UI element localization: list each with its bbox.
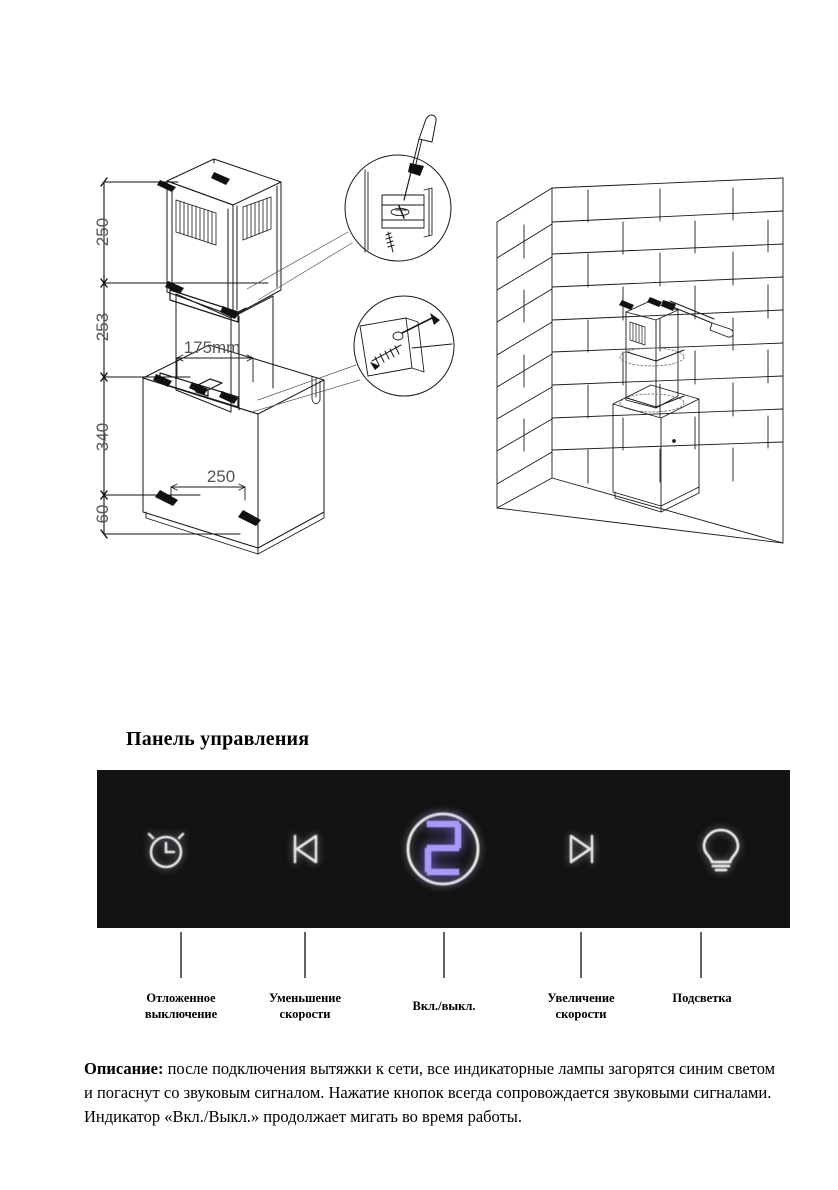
control-panel: 2: [97, 770, 790, 928]
skip-forward-icon: [569, 834, 594, 864]
callout-1-content: [364, 167, 433, 253]
screw-markers: [153, 172, 261, 526]
dimension-lines: [100, 177, 269, 539]
control-panel-section: Панель управления: [0, 700, 838, 1060]
chimney-upper: [166, 158, 282, 317]
technical-drawing: 250 253 340 60 175mm 250: [93, 114, 784, 555]
dim-250-horizontal: [170, 483, 246, 501]
speed-digit-display: [425, 820, 462, 876]
alarm-clock-icon: [147, 832, 185, 869]
hood-side-handle: [311, 376, 321, 405]
screw-wall-anchor-detail-circle: [353, 295, 455, 397]
dim-label-250-top: 250: [93, 218, 112, 246]
dim-label-175mm: 175mm: [184, 338, 241, 357]
light-button[interactable]: [666, 794, 776, 904]
caption-light: Подсветка: [672, 991, 732, 1005]
increase-speed-button[interactable]: [527, 794, 637, 904]
vent-grille-right: [242, 196, 272, 241]
screwdriver-bracket-detail-circle: [344, 154, 452, 262]
technical-drawing-section: 250 253 340 60 175mm 250: [93, 114, 784, 555]
vent-grille-left: [175, 199, 217, 246]
delayed-shutdown-button[interactable]: [111, 794, 221, 904]
wall-mounted-hood: [612, 297, 734, 513]
page-title: Панель управления: [126, 728, 310, 750]
caption-increase-speed: Увеличение скорости: [547, 991, 615, 1021]
description-label: Описание:: [84, 1058, 164, 1078]
callout-2-leader: [251, 364, 361, 413]
power-button[interactable]: 2: [388, 794, 498, 904]
decrease-speed-button[interactable]: [250, 794, 360, 904]
power-display-icon: [406, 812, 480, 886]
brick-wall-view: [496, 177, 784, 544]
caption-power: Вкл./выкл.: [412, 999, 476, 1013]
dimension-labels: 250 253 340 60 175mm 250: [93, 218, 240, 524]
caption-decrease-speed: Уменьшение скорости: [268, 991, 342, 1021]
screwdriver-icon: [408, 114, 437, 176]
description-text: после подключения вытяжки к сети, все ин…: [84, 1058, 776, 1126]
dim-175mm: [176, 354, 254, 383]
description-paragraph: Описание: после подключения вытяжки к се…: [84, 1057, 784, 1129]
callout-1-leader: [246, 231, 353, 301]
dim-label-250-bottom: 250: [207, 467, 235, 486]
hood-front-lip: [145, 511, 325, 555]
chimney-lower: [175, 293, 274, 413]
skip-back-icon: [293, 834, 318, 864]
dim-label-340: 340: [93, 423, 112, 451]
light-bulb-icon: [702, 828, 740, 872]
caption-delayed-shutdown: Отложенное выключение: [144, 991, 218, 1021]
dim-label-253: 253: [93, 313, 112, 341]
callout-2-content: [359, 313, 453, 377]
dim-label-60: 60: [93, 505, 112, 524]
hood-body: [142, 344, 325, 549]
